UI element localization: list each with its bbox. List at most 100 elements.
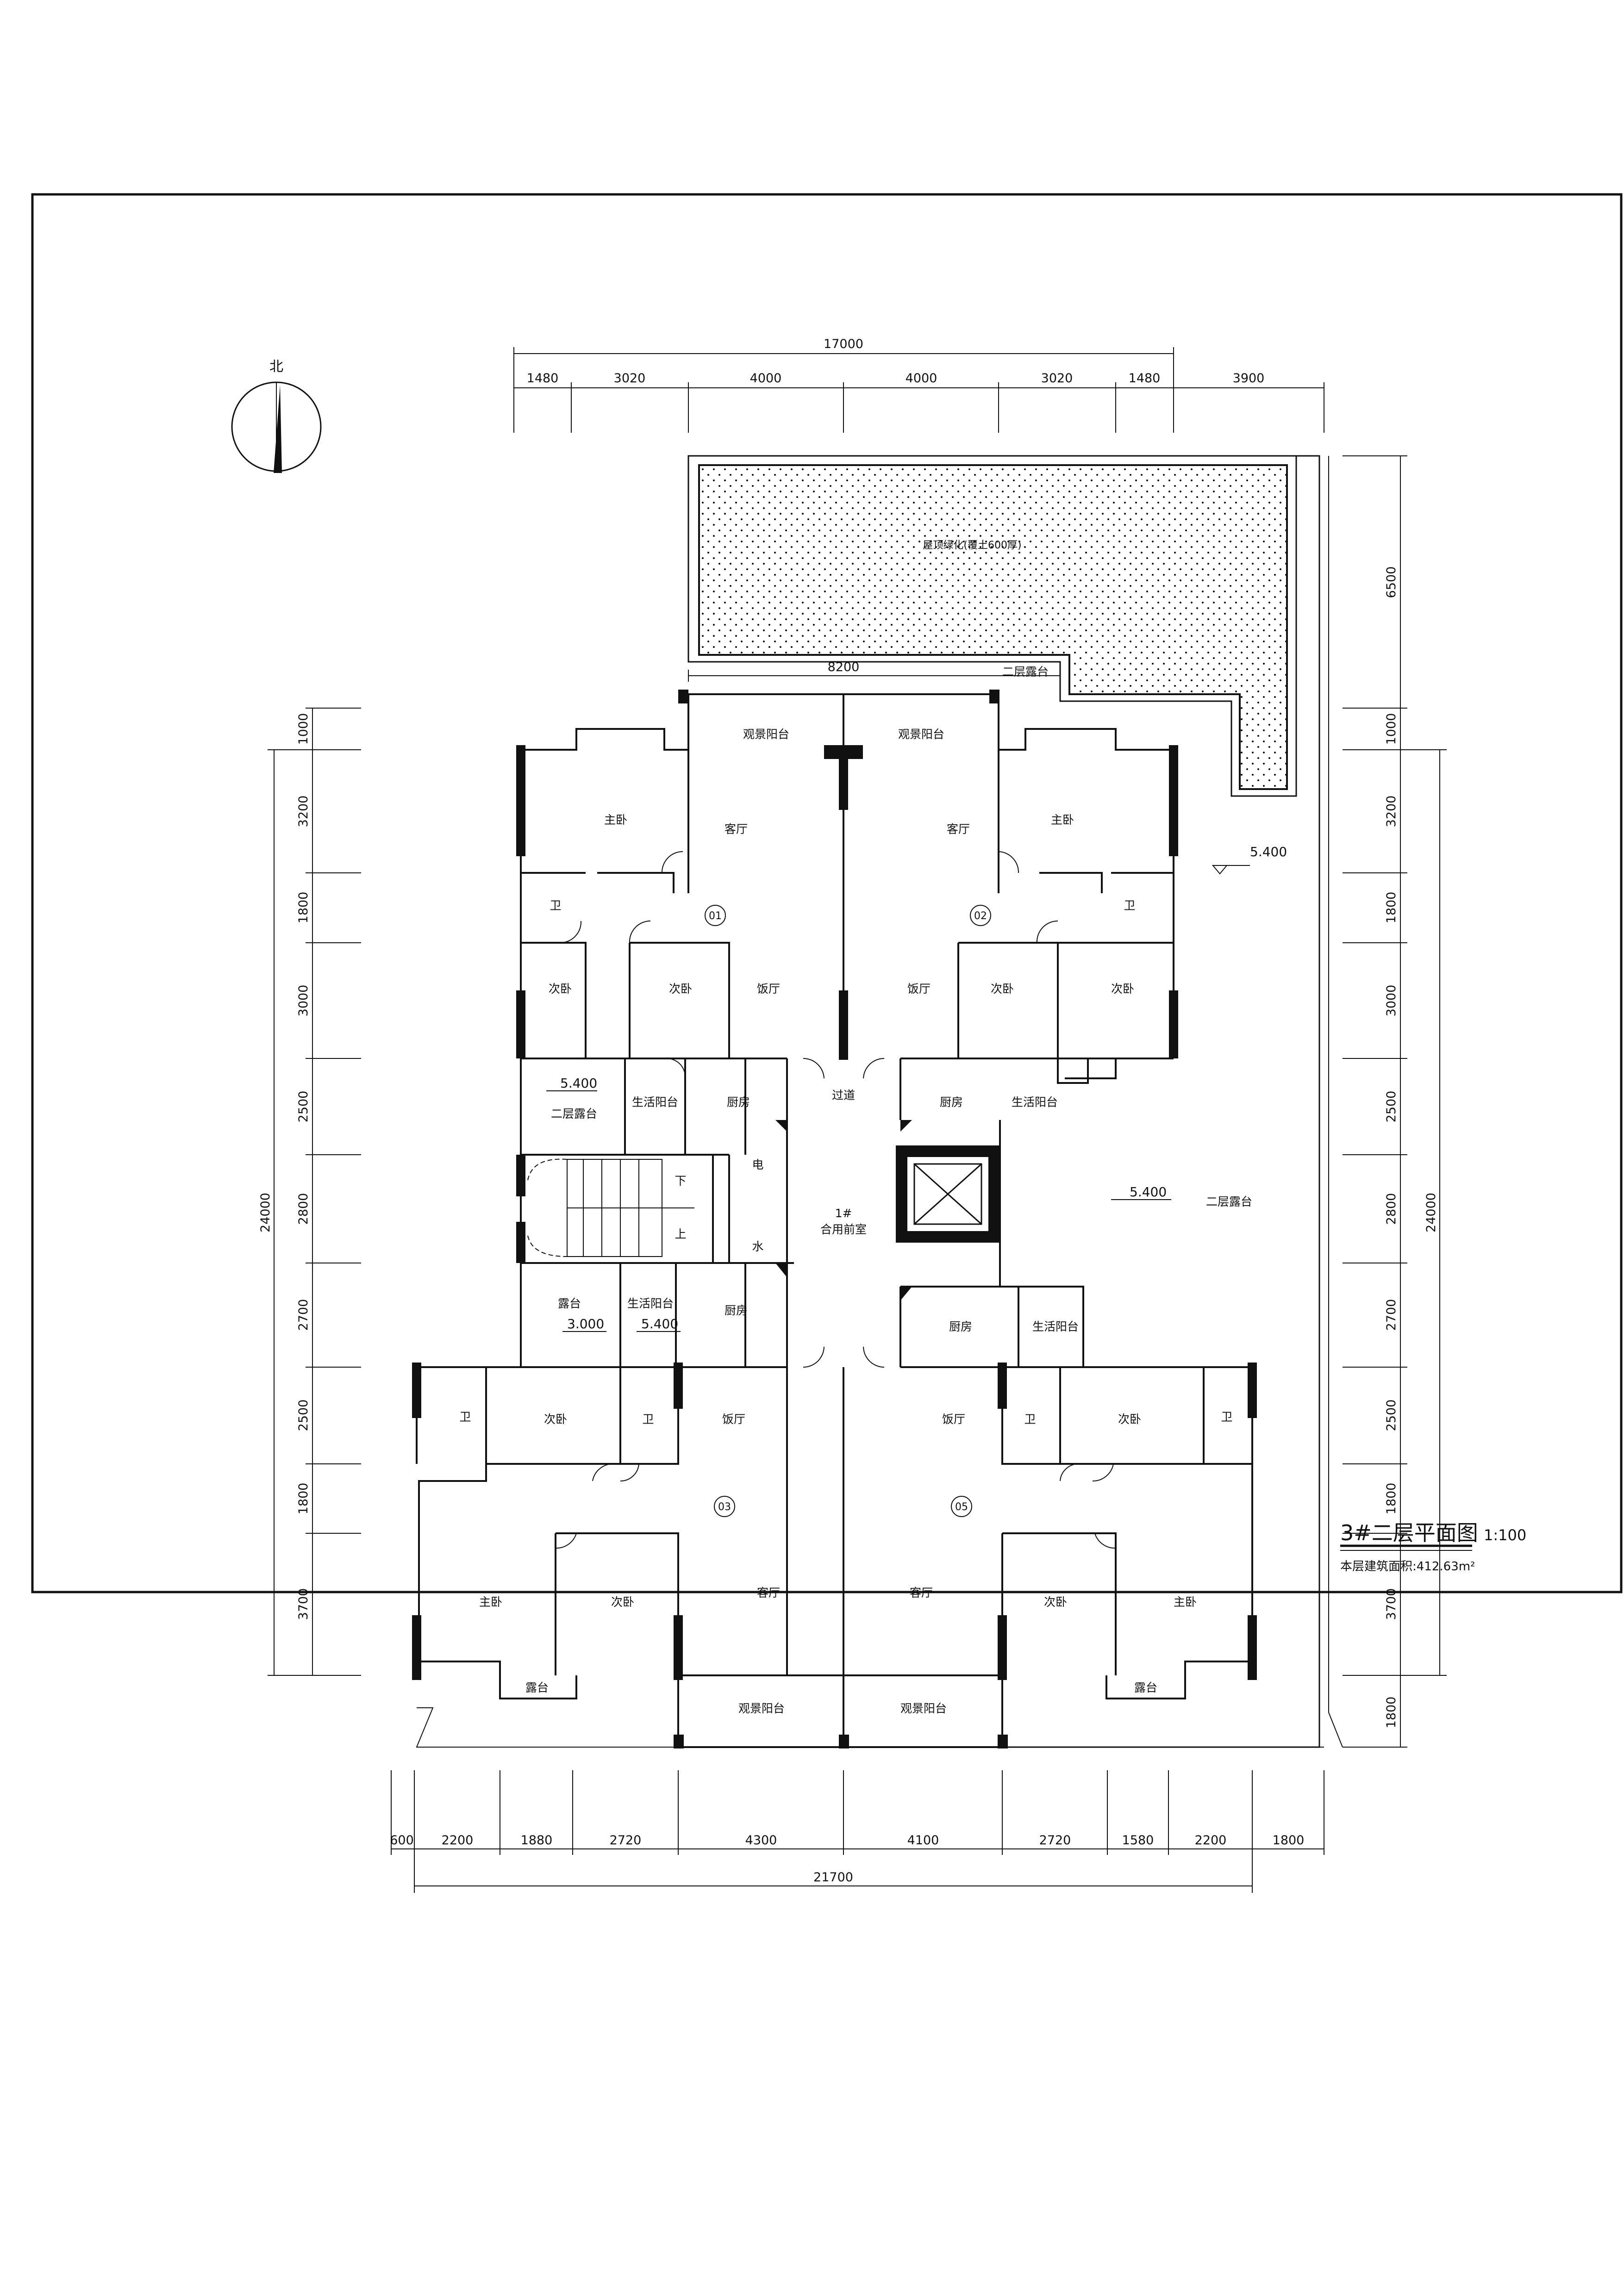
room-label: 露台 (525, 1681, 549, 1694)
room-label: 观景阳台 (738, 1702, 785, 1715)
dim-right: 3200 (1384, 796, 1399, 828)
level-mark: 3.000 (567, 1316, 604, 1332)
stair (527, 1158, 694, 1257)
roof-garden-outline (687, 455, 1297, 797)
room-label: 观景阳台 (900, 1702, 947, 1715)
room-label: 二层露台 (1206, 1195, 1252, 1208)
dim-left-total: 24000 (258, 1193, 273, 1232)
room-label: 厨房 (949, 1320, 972, 1333)
room-label: 卫 (1124, 899, 1135, 912)
dim-bottom: 4100 (907, 1833, 939, 1848)
room-label: 厨房 (940, 1095, 963, 1109)
room-label: 饭厅 (907, 982, 931, 996)
room-label: 客厅 (757, 1586, 780, 1599)
dim-right: 1800 (1384, 892, 1399, 924)
level-mark: 5.400 (1250, 844, 1287, 859)
room-label: 露台 (1134, 1681, 1157, 1694)
dim-left: 2500 (296, 1400, 311, 1431)
unit-tag: 05 (955, 1501, 968, 1513)
dim-left: 3000 (296, 985, 311, 1017)
room-label: 主卧 (479, 1595, 502, 1609)
room-label: 次卧 (1111, 982, 1134, 996)
room-label: 生活阳台 (632, 1095, 678, 1109)
room-label: 主卧 (1051, 813, 1074, 827)
roof-garden-hatch (698, 464, 1288, 790)
room-label: 水 (752, 1240, 763, 1253)
dim-left: 3200 (296, 796, 311, 828)
room-labels: 主卧 客厅 客厅 主卧 卫 卫 次卧 次卧 饭厅 饭厅 次卧 次卧 二层露台 生… (459, 665, 1252, 1715)
dim-garden-width: 8200 (828, 660, 860, 674)
structural-walls (412, 690, 1257, 1748)
dim-top: 3900 (1233, 371, 1265, 386)
building-walls (416, 693, 1253, 1748)
dim-right: 2700 (1384, 1299, 1399, 1331)
dim-bottom: 1880 (521, 1833, 553, 1848)
dim-bottom: 1580 (1122, 1833, 1154, 1848)
dim-right: 3700 (1384, 1588, 1399, 1620)
room-label: 次卧 (1118, 1412, 1141, 1426)
bottom-dimensions (391, 1770, 1324, 1893)
dim-top: 3020 (614, 371, 646, 386)
drawing-title: 3#二层平面图 (1340, 1520, 1478, 1545)
dim-right: 3000 (1384, 985, 1399, 1017)
room-label: 1# (835, 1207, 852, 1220)
room-label: 生活阳台 (1032, 1320, 1079, 1333)
room-label: 次卧 (1044, 1595, 1067, 1609)
dim-bottom: 1800 (1273, 1833, 1305, 1848)
dim-right: 1000 (1384, 713, 1399, 745)
roof-garden-label: 屋顶绿化(覆土600厚) (923, 540, 1021, 551)
room-label: 合用前室 (820, 1223, 867, 1236)
dim-bottom: 2720 (610, 1833, 642, 1848)
dim-left: 1800 (296, 1483, 311, 1515)
room-label: 次卧 (611, 1595, 634, 1609)
dim-left: 2500 (296, 1091, 311, 1123)
room-label: 露台 (558, 1297, 581, 1310)
unit-tag: 03 (718, 1501, 731, 1513)
room-label: 厨房 (725, 1304, 748, 1317)
room-label: 饭厅 (757, 982, 780, 996)
unit-tag: 01 (709, 910, 722, 922)
dim-top: 4000 (906, 371, 937, 386)
room-label: 次卧 (544, 1412, 567, 1426)
room-label: 卫 (1221, 1410, 1232, 1424)
north-arrow-pointer (274, 385, 282, 473)
room-label: 厨房 (727, 1095, 750, 1109)
dim-right: 1800 (1384, 1483, 1399, 1515)
unit-tag: 02 (974, 910, 987, 922)
elevator (913, 1163, 982, 1225)
stair-up-label: 上 (675, 1227, 686, 1241)
room-label: 饭厅 (722, 1412, 745, 1426)
dim-top: 1480 (1129, 371, 1161, 386)
room-label: 客厅 (947, 822, 970, 836)
floor-area: 本层建筑面积:412.63m² (1340, 1560, 1475, 1574)
dim-bottom: 2720 (1039, 1833, 1071, 1848)
room-label: 主卧 (1174, 1595, 1197, 1609)
room-label: 卫 (459, 1410, 471, 1424)
dim-bottom: 2200 (442, 1833, 474, 1848)
drawing-scale: 1:100 (1484, 1526, 1526, 1544)
dim-right: 2500 (1384, 1400, 1399, 1431)
room-label: 客厅 (910, 1586, 933, 1599)
north-label: 北 (269, 359, 283, 375)
dim-left: 3700 (296, 1588, 311, 1620)
dim-top: 1480 (527, 371, 559, 386)
level-mark: 5.400 (560, 1076, 597, 1091)
room-label: 卫 (550, 899, 561, 912)
room-label: 饭厅 (942, 1412, 965, 1426)
room-label: 卫 (1024, 1412, 1036, 1426)
north-arrow: 北 (231, 359, 322, 473)
dim-bottom-total: 21700 (813, 1870, 853, 1885)
room-label: 卫 (642, 1412, 654, 1426)
room-label: 观景阳台 (743, 728, 789, 741)
level-mark: 5.400 (641, 1316, 678, 1332)
level-mark: 5.400 (1130, 1184, 1167, 1200)
dim-top: 4000 (750, 371, 782, 386)
room-label: 次卧 (991, 982, 1014, 996)
dim-right-total: 24000 (1424, 1193, 1438, 1232)
dim-left: 1000 (296, 713, 311, 745)
dim-bottom: 2200 (1195, 1833, 1227, 1848)
room-label: 次卧 (549, 982, 572, 996)
unit-tags: 01 02 03 05 (705, 905, 991, 1517)
dim-right: 6500 (1384, 566, 1399, 598)
